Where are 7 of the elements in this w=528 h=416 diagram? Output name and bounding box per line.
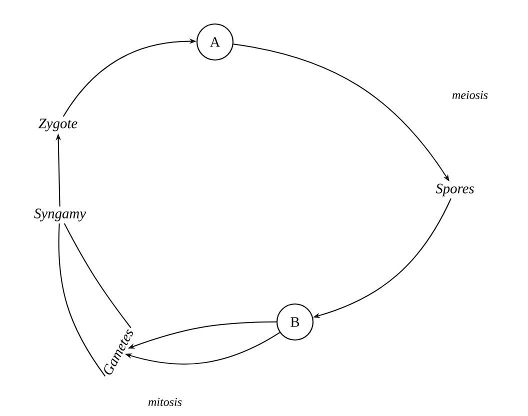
circled-letter: A <box>196 23 234 61</box>
stage-label: Spores <box>436 184 474 196</box>
edge-label: meiosis <box>451 90 489 100</box>
edge-label: mitosis <box>147 396 183 408</box>
stage-label: Syngamy <box>34 208 86 222</box>
stage-label: Zygote <box>38 118 78 132</box>
circled-letter: B <box>276 303 314 341</box>
